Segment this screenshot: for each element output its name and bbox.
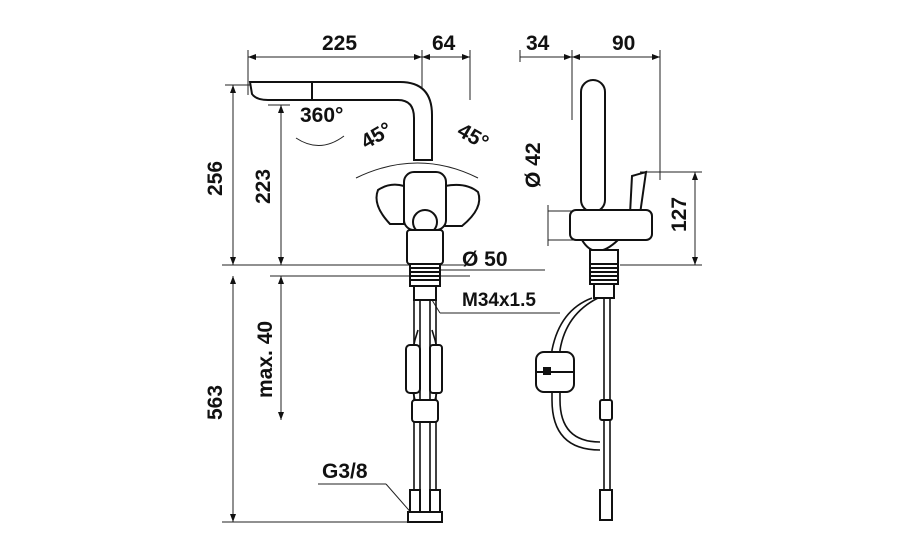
dim-lever-angle-left: 45° (357, 118, 396, 154)
front-view-arrowheads (230, 54, 470, 522)
swivel-arrow (295, 135, 345, 146)
dim-spout-offset: 64 (432, 32, 456, 55)
dim-base-diameter: Ø 50 (462, 248, 508, 271)
dim-handle-height: 127 (668, 197, 691, 232)
dim-side-depth: 90 (612, 32, 635, 55)
front-view-faucet (248, 81, 481, 523)
side-view-arrowheads (564, 54, 698, 265)
side-view-faucet (535, 79, 653, 521)
front-view-dimension-lines (222, 50, 560, 523)
dim-spout-reach: 225 (322, 32, 357, 55)
dim-outlet-height: 223 (252, 169, 275, 204)
dim-connection: G3/8 (322, 460, 368, 483)
dim-lever-angle-right: 45° (453, 119, 492, 155)
dim-hose-length: 563 (204, 385, 227, 420)
dim-thread: M34x1.5 (462, 290, 536, 311)
dim-side-offset: 34 (526, 32, 550, 55)
dim-max-deck-thickness: max. 40 (254, 321, 277, 398)
dim-total-height: 256 (204, 161, 227, 196)
dim-swivel-angle: 360° (300, 104, 343, 127)
dim-spout-diameter: Ø 42 (522, 142, 545, 188)
